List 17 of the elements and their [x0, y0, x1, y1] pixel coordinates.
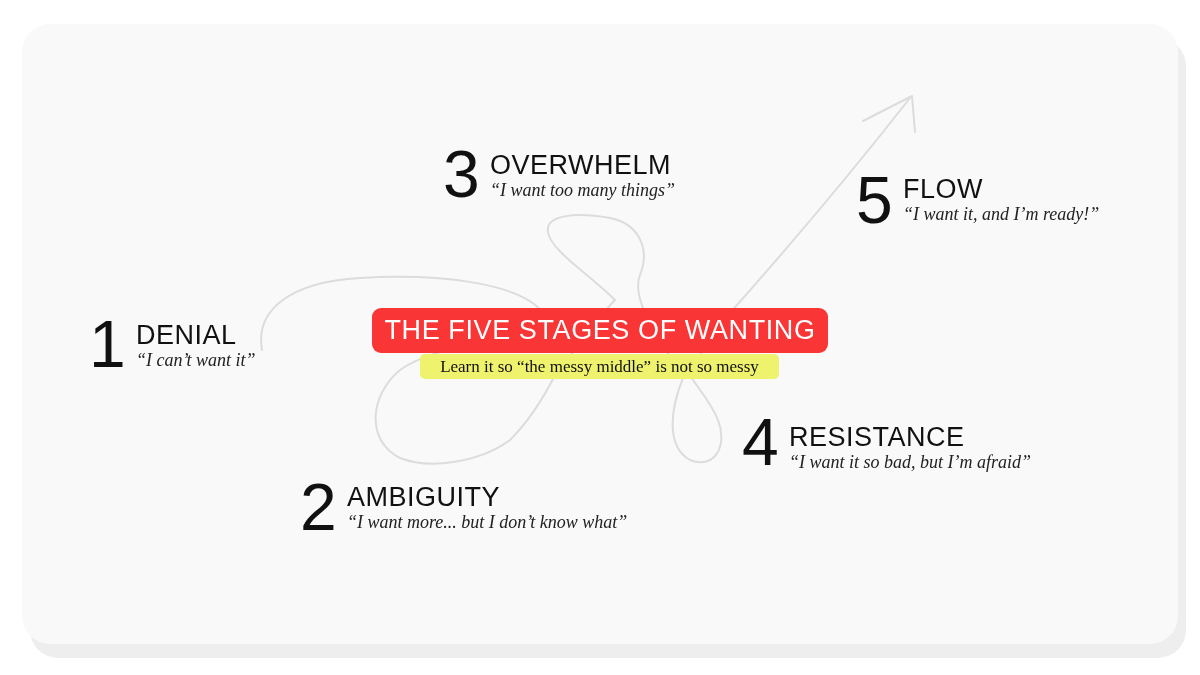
stage-heading: AMBIGUITY — [347, 483, 500, 511]
title-banner: THE FIVE STAGES OF WANTING — [372, 308, 828, 353]
stage-number: 4 — [742, 409, 779, 475]
stage-number: 5 — [856, 167, 893, 233]
stage-number: 2 — [300, 474, 337, 540]
stage-quote: “I want it so bad, but I’m afraid” — [789, 451, 1032, 474]
stage-quote: “I want more... but I don’t know what” — [347, 511, 628, 534]
subtitle-highlight: Learn it so “the messy middle” is not so messy — [420, 354, 779, 379]
stage-quote: “I want it, and I’m ready!” — [903, 203, 1100, 226]
stage-quote: “I want too many things” — [490, 179, 676, 202]
stage-heading: FLOW — [903, 175, 983, 203]
stage-heading: RESISTANCE — [789, 423, 965, 451]
stage-quote: “I can’t want it” — [136, 349, 256, 372]
stage-number: 1 — [89, 311, 126, 377]
stage-heading: DENIAL — [136, 321, 237, 349]
stage-heading: OVERWHELM — [490, 151, 672, 179]
stage-number: 3 — [443, 141, 480, 207]
